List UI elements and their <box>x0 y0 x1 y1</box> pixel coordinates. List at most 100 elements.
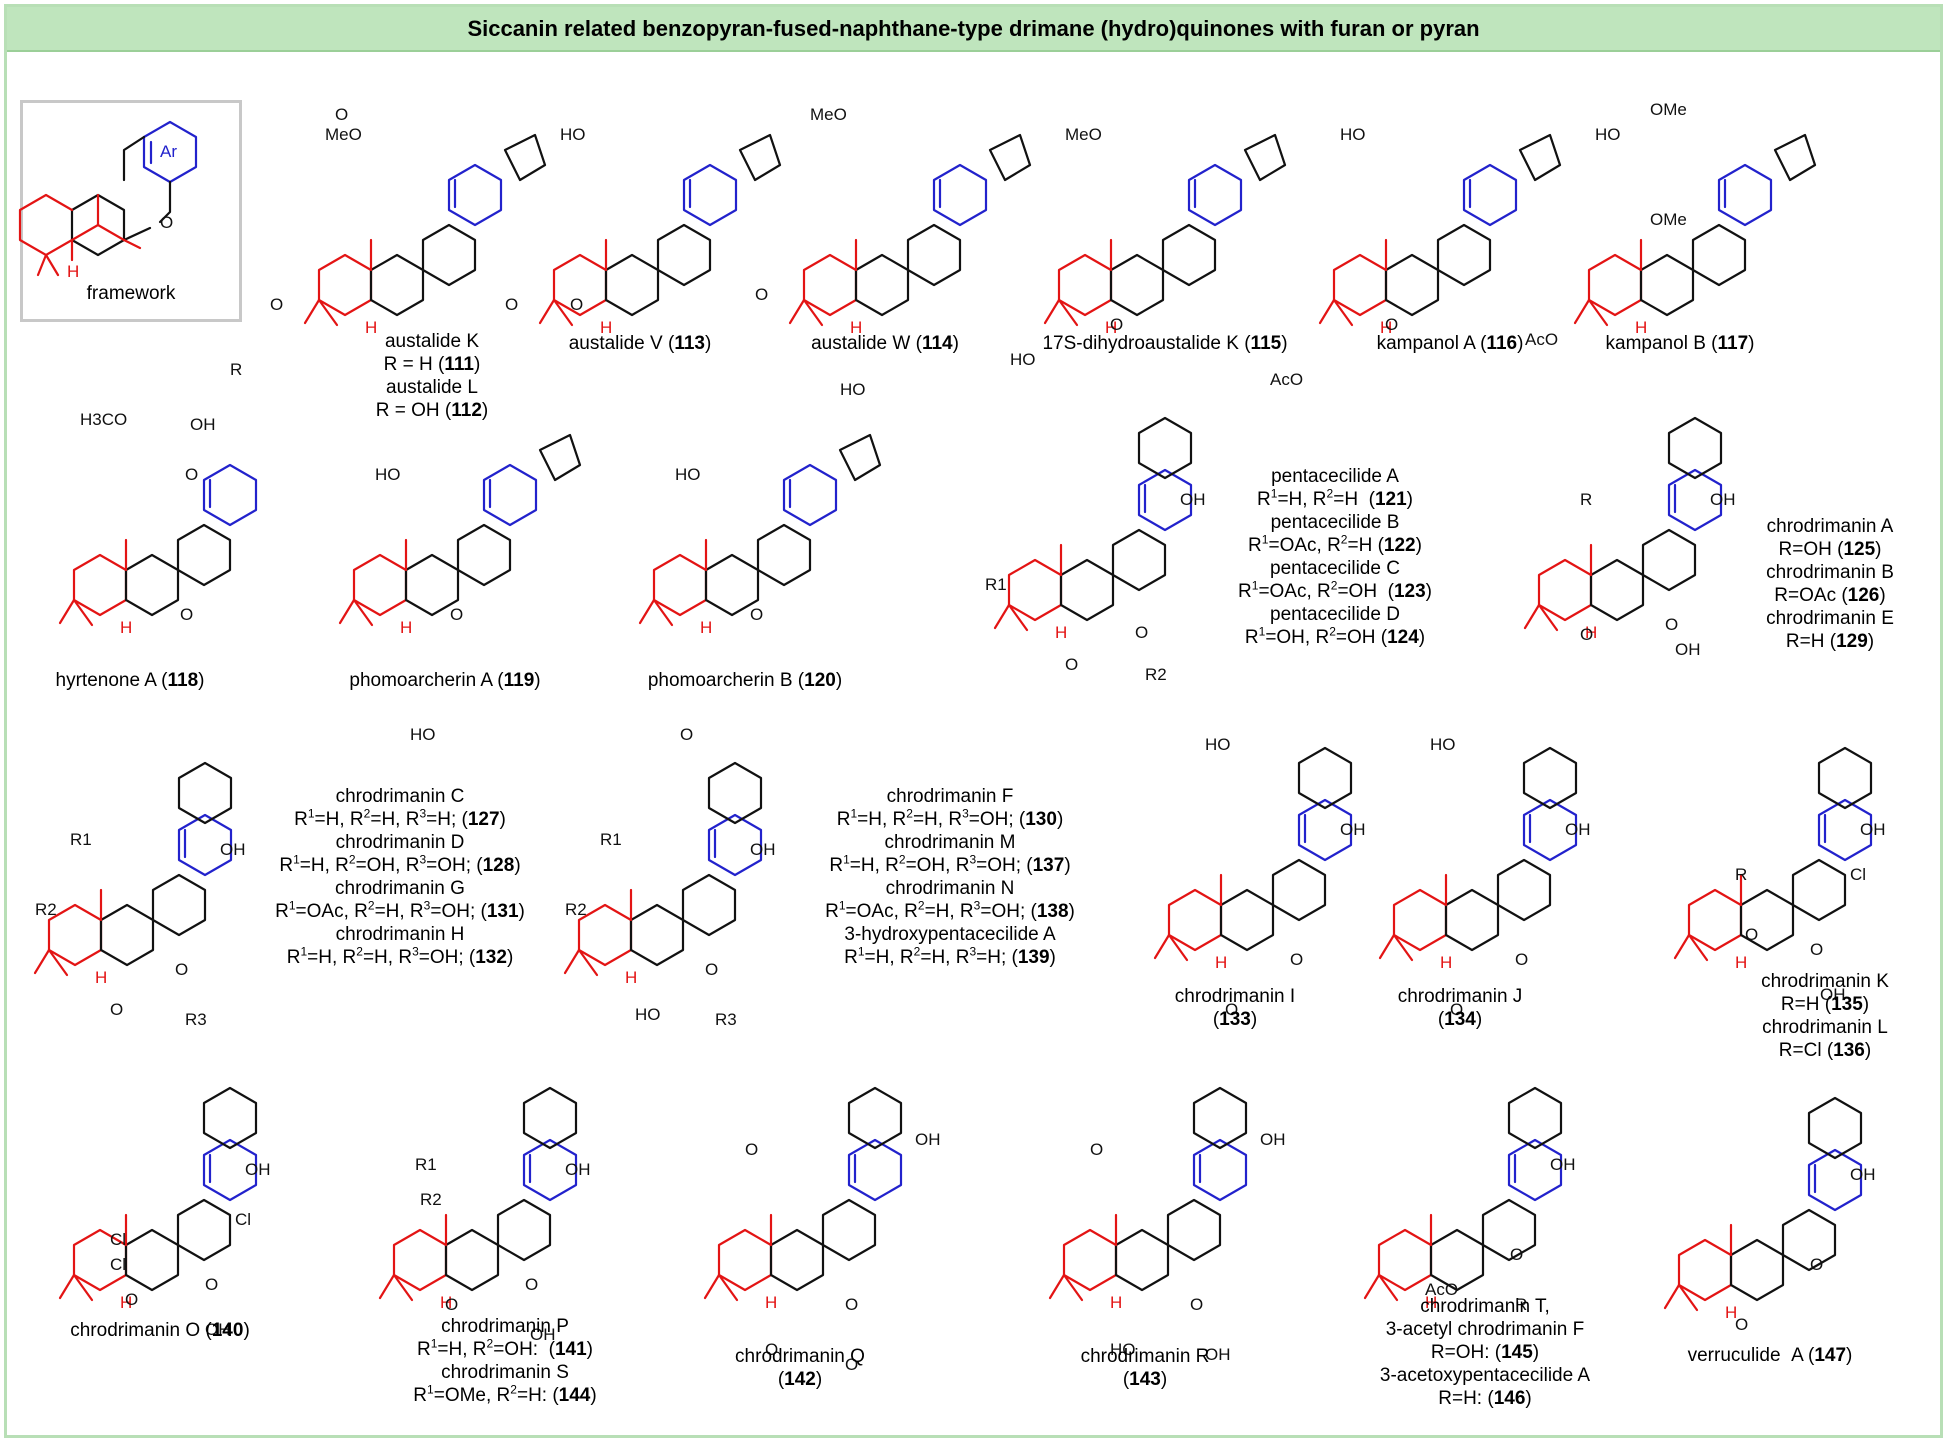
svg-text:OH: OH <box>1565 820 1591 839</box>
svg-text:O: O <box>705 960 718 979</box>
svg-text:Cl: Cl <box>1850 865 1866 884</box>
svg-text:H: H <box>1105 318 1117 337</box>
svg-text:O: O <box>1225 1000 1238 1019</box>
label-c113: austalide V (113) <box>568 333 712 354</box>
svg-text:OH: OH <box>1675 640 1701 659</box>
framework-structure: Ar O H <box>18 120 198 281</box>
title-banner: Siccanin related benzopyran-fused-naphth… <box>7 7 1940 52</box>
svg-text:O: O <box>765 1340 778 1359</box>
label-c130: chrodrimanin F R1=H, R2=H, R3=OH; (130) … <box>825 786 1075 968</box>
svg-text:O: O <box>1065 655 1078 674</box>
svg-text:O: O <box>1745 925 1758 944</box>
svg-text:O: O <box>110 1000 123 1019</box>
svg-text:O: O <box>1810 1255 1823 1274</box>
svg-text:HO: HO <box>1340 125 1366 144</box>
svg-text:AcO: AcO <box>1270 370 1303 389</box>
svg-text:H: H <box>1215 953 1227 972</box>
svg-text:O: O <box>505 295 518 314</box>
svg-text:Cl: Cl <box>110 1230 126 1249</box>
svg-text:H: H <box>765 1293 777 1312</box>
svg-text:H: H <box>700 618 712 637</box>
label-c125: chrodrimanin A R=OH (125) chrodrimanin B… <box>1766 516 1894 652</box>
svg-text:H: H <box>67 262 79 281</box>
label-c127: chrodrimanin C R1=H, R2=H, R3=H; (127) c… <box>275 786 525 968</box>
svg-text:OH: OH <box>915 1130 941 1149</box>
svg-text:O: O <box>570 295 583 314</box>
svg-text:OMe: OMe <box>1650 100 1687 119</box>
svg-text:OH: OH <box>190 415 216 434</box>
label-c119: phomoarcherin A (119) <box>349 670 541 691</box>
svg-text:H: H <box>120 1293 132 1312</box>
svg-text:O: O <box>450 605 463 624</box>
svg-text:O: O <box>755 285 768 304</box>
svg-text:R3: R3 <box>715 1010 737 1029</box>
label-c118: hyrtenone A (118) <box>55 670 205 691</box>
svg-text:H: H <box>600 318 612 337</box>
svg-text:AcO: AcO <box>1525 330 1558 349</box>
svg-text:O: O <box>160 213 173 232</box>
svg-text:OH: OH <box>1260 1130 1286 1149</box>
svg-text:R: R <box>230 360 242 379</box>
svg-text:HO: HO <box>375 465 401 484</box>
label-c134: chrodrimanin J(134) <box>1397 986 1523 1030</box>
svg-text:OH: OH <box>220 840 246 859</box>
svg-text:R2: R2 <box>565 900 587 919</box>
svg-text:OH: OH <box>565 1160 591 1179</box>
svg-text:O: O <box>1510 1245 1523 1264</box>
svg-text:H: H <box>1585 623 1597 642</box>
label-c147: verruculide A (147) <box>1687 1345 1853 1366</box>
svg-text:OH: OH <box>1205 1345 1231 1364</box>
svg-text:HO: HO <box>635 1005 661 1024</box>
svg-text:O: O <box>1665 615 1678 634</box>
svg-text:MeO: MeO <box>325 125 362 144</box>
svg-text:H: H <box>1110 1293 1122 1312</box>
svg-text:H: H <box>1055 623 1067 642</box>
svg-text:OH: OH <box>1180 490 1206 509</box>
label-c135: chrodrimanin K R=H (135) chrodrimanin L … <box>1761 971 1889 1061</box>
label-c117: kampanol B (117) <box>1605 333 1755 354</box>
svg-text:O: O <box>270 295 283 314</box>
label-c133: chrodrimanin I(133) <box>1174 986 1296 1030</box>
svg-text:H: H <box>1380 318 1392 337</box>
svg-text:OH: OH <box>1550 1155 1576 1174</box>
label-c111: austalide K R = H (111) austalide L R = … <box>375 331 489 421</box>
label-c121: pentacecilide A R1=H, R2=H (121) pentace… <box>1238 466 1432 648</box>
figure-frame <box>4 4 1943 1438</box>
aryl-label: Ar <box>160 142 177 161</box>
label-c116: kampanol A (116) <box>1376 333 1524 354</box>
svg-text:R: R <box>1580 490 1592 509</box>
svg-text:O: O <box>1580 625 1593 644</box>
svg-text:OH: OH <box>750 840 776 859</box>
svg-text:O: O <box>750 605 763 624</box>
svg-text:O: O <box>1190 1295 1203 1314</box>
svg-text:O: O <box>205 1275 218 1294</box>
svg-text:O: O <box>745 1140 758 1159</box>
svg-text:O: O <box>180 605 193 624</box>
svg-text:H3CO: H3CO <box>80 410 127 429</box>
svg-text:H: H <box>1425 1293 1437 1312</box>
svg-text:OH: OH <box>1860 820 1886 839</box>
svg-text:R2: R2 <box>1145 665 1167 684</box>
svg-text:OH: OH <box>1850 1165 1876 1184</box>
svg-text:O: O <box>1735 1315 1748 1334</box>
svg-text:O: O <box>845 1355 858 1374</box>
label-c140: chrodrimanin O (140) <box>70 1320 250 1341</box>
label-c145: chrodrimanin T, 3-acetyl chrodrimanin F … <box>1379 1296 1591 1409</box>
svg-text:R1: R1 <box>985 575 1007 594</box>
label-c114: austalide W (114) <box>811 333 959 354</box>
svg-text:H: H <box>1440 953 1452 972</box>
svg-text:R1: R1 <box>600 830 622 849</box>
svg-text:O: O <box>845 1295 858 1314</box>
svg-text:HO: HO <box>1110 1340 1136 1359</box>
